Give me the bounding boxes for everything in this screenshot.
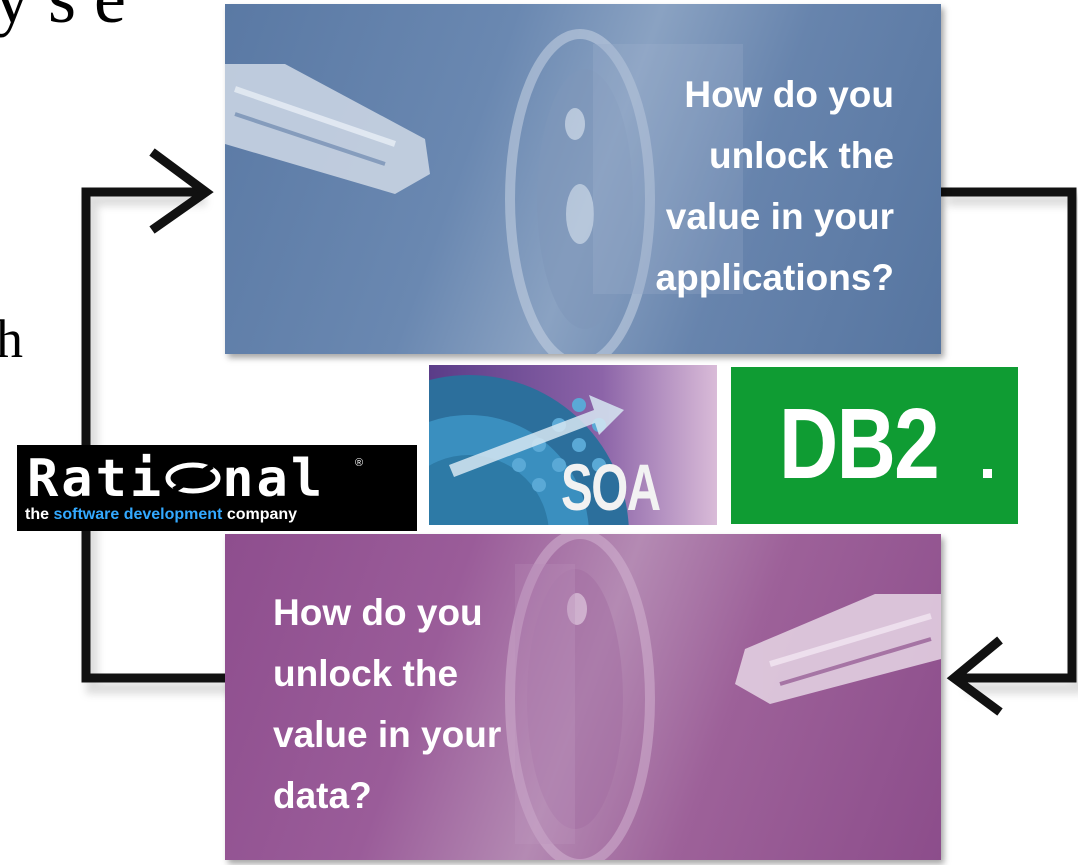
rational-tagline: the software development company [25, 506, 298, 523]
question-line: unlock the [708, 135, 894, 176]
arrow-right-icon [149, 148, 214, 234]
arrow-icon [449, 395, 624, 477]
panel-art [225, 29, 743, 354]
data-question: How do you unlock the value in your data… [273, 582, 573, 826]
question-line: data? [273, 775, 372, 816]
loop-left-line [81, 187, 226, 683]
db2-logo: DB2 [731, 367, 1018, 524]
question-line: value in your [665, 196, 894, 237]
panel-art [505, 534, 941, 860]
rational-o-glyph [165, 462, 221, 494]
question-line: applications? [655, 257, 894, 298]
key-icon [735, 594, 941, 704]
question-line: unlock the [273, 653, 459, 694]
loop-right-line [941, 187, 1077, 683]
db2-dot [983, 469, 992, 478]
lock-cylinder-icon [505, 534, 655, 860]
arrow-left-icon [946, 636, 1003, 716]
registered-mark: ® [355, 457, 364, 469]
question-line: How do you [684, 74, 894, 115]
db2-wordmark: DB2 [779, 388, 940, 500]
data-panel: How do you unlock the value in your data… [225, 534, 941, 860]
question-line: How do you [273, 592, 483, 633]
slide-title-fragment: y s e [0, 0, 126, 34]
soa-logo: SOA [429, 365, 717, 525]
soa-art [429, 375, 629, 525]
applications-question: How do you unlock the value in your appl… [554, 64, 894, 308]
question-line: value in your [273, 714, 502, 755]
lock-cylinder-icon [505, 29, 743, 354]
slide-body-fragment: h [0, 309, 23, 369]
soa-wordmark: SOA [561, 450, 661, 524]
key-icon [225, 64, 430, 194]
applications-panel: How do you unlock the value in your appl… [225, 4, 941, 354]
